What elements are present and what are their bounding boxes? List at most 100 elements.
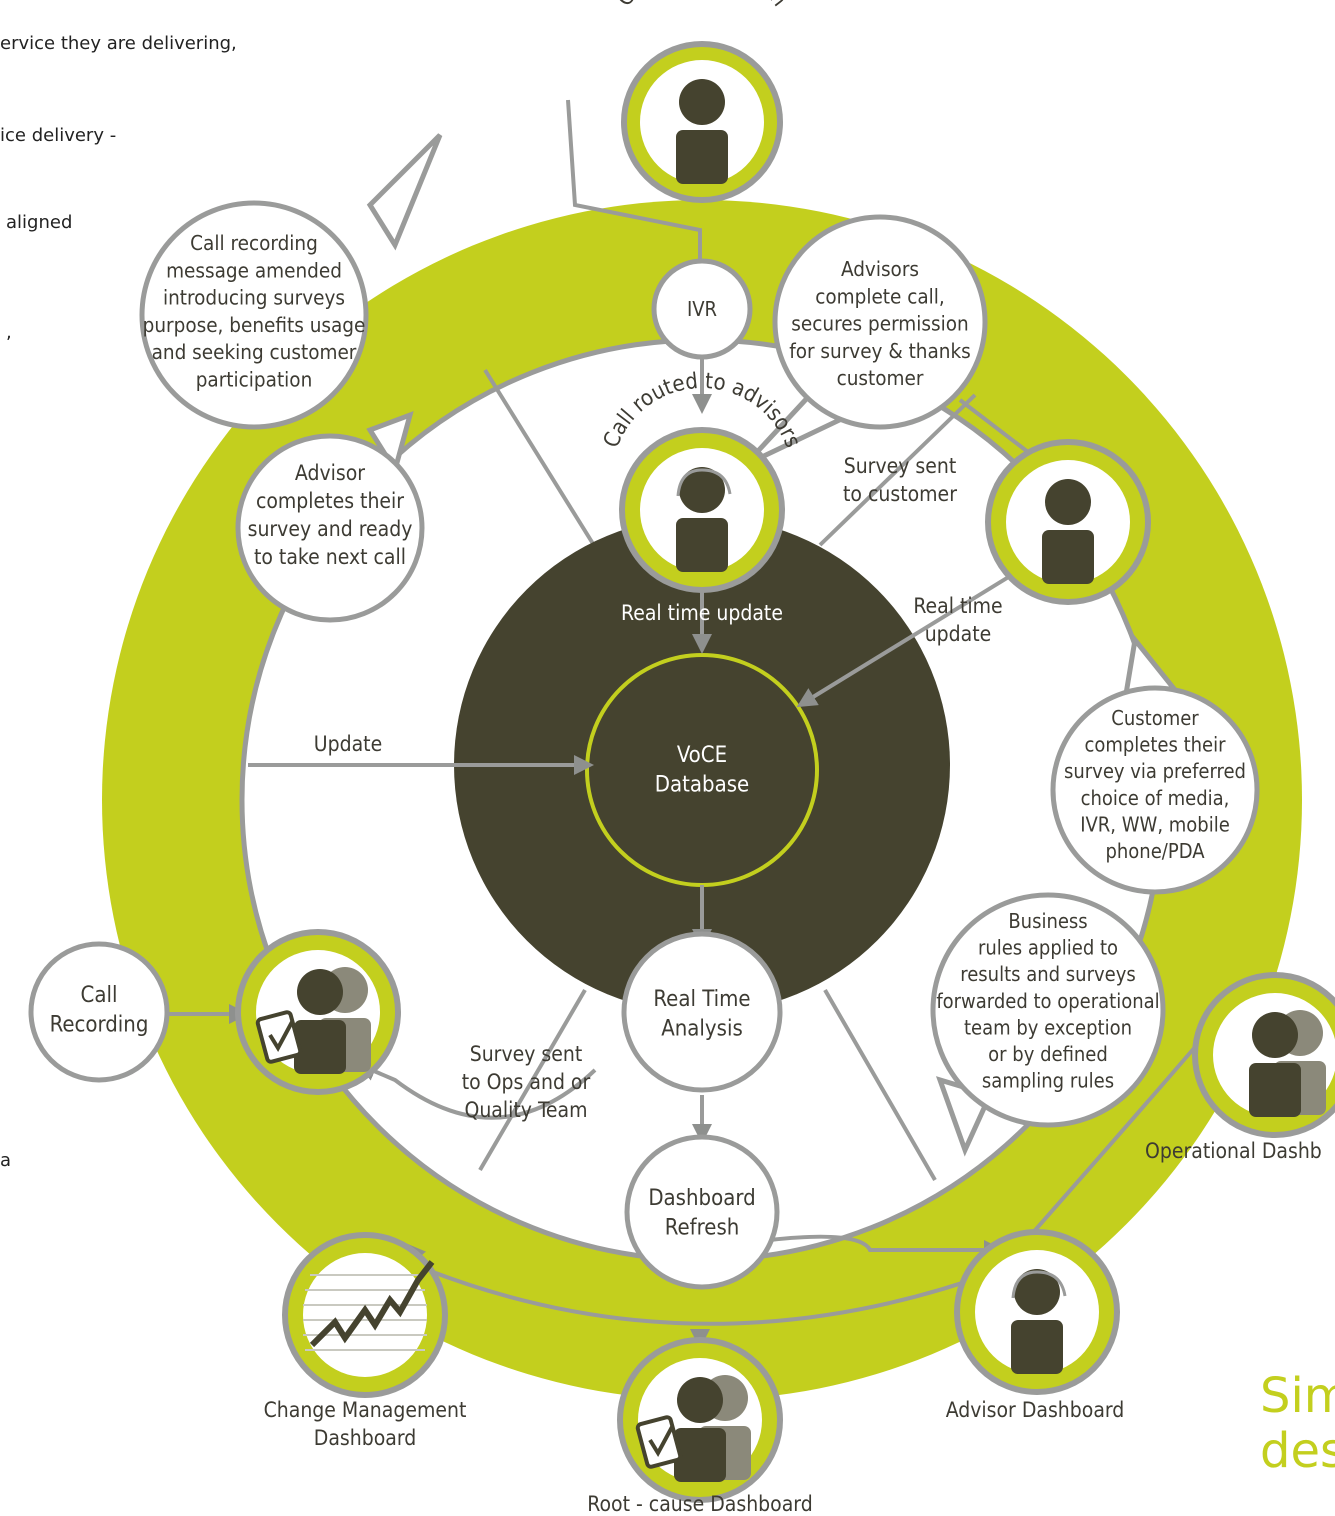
text-line: introducing surveys <box>163 286 345 310</box>
trend-chart-icon <box>309 1260 435 1348</box>
advisor-dashboard-label: Advisor Dashboard <box>946 1398 1125 1422</box>
text-line: choice of media, <box>1081 786 1230 810</box>
text-line: to take next call <box>254 545 406 569</box>
text-line: survey and ready <box>248 517 413 541</box>
text-line: update <box>925 622 992 646</box>
text-line: to Ops and or <box>462 1070 591 1094</box>
text-line: Analysis <box>661 1016 743 1041</box>
heading-fragment-1: Sim <box>1260 1368 1335 1424</box>
node-ivr-label: IVR <box>687 297 717 321</box>
text-line: Advisors <box>841 257 919 281</box>
text-line: Real time <box>913 594 1002 618</box>
bubble-advisors-complete-text: Advisors complete call, secures permission… <box>789 257 971 390</box>
bubble-advisor-completes: Advisor completes their survey and ready to… <box>235 410 425 623</box>
text-line: complete call, <box>815 284 945 308</box>
change-management-dashboard-node <box>282 1232 448 1398</box>
bubble-advisor-completes-text: Advisor completes their survey and ready to… <box>248 461 413 569</box>
node-ivr: IVR <box>651 258 753 360</box>
update-label: Update <box>314 732 382 756</box>
text-line: Call recording <box>190 231 318 255</box>
customer-rings-in-label: Customer rings in <box>612 0 792 11</box>
text-line: survey via preferred <box>1064 759 1246 783</box>
text-line: Quality Team <box>464 1098 587 1122</box>
text-line: results and surveys <box>960 962 1135 986</box>
side-text-5: a <box>0 1150 12 1171</box>
bubble-call-recording-msg: Call recording message amended introducing… <box>139 133 443 430</box>
root-cause-dashboard-node <box>617 1337 783 1503</box>
survey-sent-ops-label: Survey sent to Ops and or Quality Team <box>462 1042 591 1122</box>
text-line: completes their <box>256 489 404 513</box>
side-text-1: ervice they are delivering, <box>0 33 237 54</box>
person-icon <box>676 79 728 184</box>
text-line: Business <box>1008 909 1087 933</box>
person-icon <box>1042 479 1094 584</box>
text-line: Database <box>655 772 749 797</box>
advisor-dashboard-node <box>954 1229 1120 1395</box>
node-voce-database: VoCE Database <box>655 743 749 797</box>
text-line: purpose, benefits usage <box>143 313 366 337</box>
text-line: participation <box>196 367 313 391</box>
text-line: Real Time <box>653 987 750 1012</box>
text-line: Refresh <box>665 1215 740 1240</box>
survey-sent-customer-label: Survey sent to customer <box>843 454 957 506</box>
text-line: VoCE <box>677 743 727 768</box>
text-line: Recording <box>50 1012 149 1037</box>
text-line: Customer <box>1111 706 1199 730</box>
text-line: message amended <box>166 258 342 282</box>
text-line: customer <box>837 366 924 390</box>
text-line: team by exception <box>964 1015 1132 1039</box>
text-line: secures permission <box>791 312 968 336</box>
person-icon <box>294 969 346 1074</box>
side-text-4: , <box>6 322 12 343</box>
customer-survey-node <box>985 439 1151 605</box>
text-line: completes their <box>1084 733 1226 757</box>
operational-dashboard-label: Operational Dashb <box>1145 1139 1322 1163</box>
text-line: for survey & thanks <box>789 339 971 363</box>
text-line: Dashboard <box>314 1426 416 1450</box>
text-line: Dashboard <box>648 1186 755 1211</box>
bubble-call-recording-msg-text: Call recording message amended introducing… <box>143 231 366 391</box>
person-icon <box>674 1377 726 1482</box>
text-line: Survey sent <box>844 454 957 478</box>
text-line: IVR, WW, mobile <box>1080 812 1230 836</box>
text-line: phone/PDA <box>1105 839 1205 863</box>
real-time-update-label: Real time update <box>621 601 783 625</box>
text-line: sampling rules <box>982 1069 1114 1093</box>
operational-dashboard-node <box>1192 972 1335 1138</box>
text-line: Advisor <box>295 461 365 485</box>
text-line: forwarded to operational <box>936 989 1159 1013</box>
text-line: to customer <box>843 482 957 506</box>
person-icon <box>1249 1012 1301 1117</box>
text-line: or by defined <box>988 1042 1108 1066</box>
text-line: and seeking customer <box>152 340 357 364</box>
bubble-advisors-complete: Advisors complete call, secures permission… <box>743 214 988 468</box>
root-cause-dashboard-label: Root - cause Dashboard <box>587 1492 812 1516</box>
node-voce-database-label: VoCE Database <box>655 743 749 797</box>
text-line: Change Management <box>264 1398 467 1422</box>
center-dark-disc <box>454 517 950 1013</box>
advisor-survey-node <box>235 929 401 1095</box>
text-line: Survey sent <box>470 1042 583 1066</box>
heading-fragment-2: des <box>1260 1423 1335 1479</box>
text-line: rules applied to <box>978 936 1118 960</box>
advisor-node <box>619 427 785 593</box>
customer-node <box>621 41 783 203</box>
headset-person-icon <box>676 467 728 572</box>
side-text-2: ice delivery - <box>0 125 117 146</box>
text-line: Call <box>81 983 118 1008</box>
real-time-update-right-label: Real time update <box>913 594 1002 646</box>
headset-person-icon <box>1011 1269 1063 1374</box>
side-text-3: aligned <box>6 212 73 233</box>
